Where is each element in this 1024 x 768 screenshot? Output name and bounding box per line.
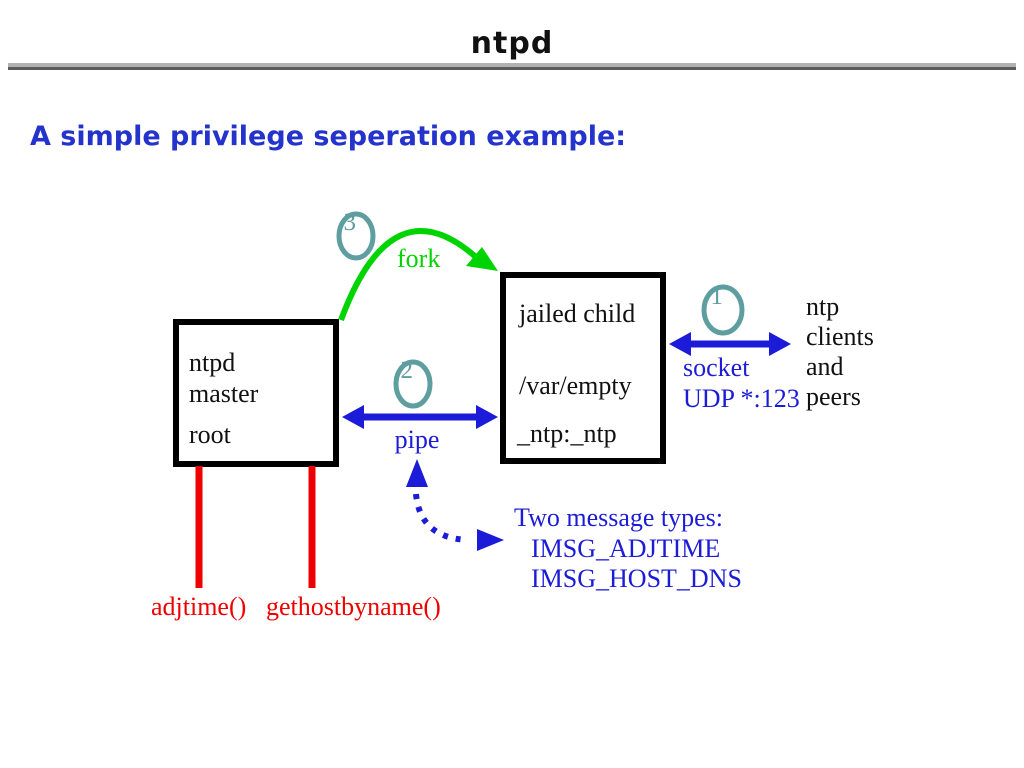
clients-line4: peers (806, 382, 861, 411)
messages-title: Two message types: (514, 503, 724, 532)
socket-arrowhead-right-icon (769, 332, 791, 356)
child-box-line1: jailed child (519, 299, 636, 328)
slide-title: ntpd (470, 26, 554, 61)
master-box-outline (173, 319, 339, 467)
adjtime-label: adjtime() (151, 592, 247, 621)
master-box-line2: master (189, 379, 259, 408)
messages-arrowhead-up-icon (406, 459, 428, 487)
socket-detail-label: UDP *:123 (683, 384, 800, 413)
socket-arrowhead-left-icon (669, 332, 691, 356)
messages-arrowhead-right-icon (477, 529, 504, 551)
master-box-line3: root (189, 420, 231, 449)
pipe-arrowhead-left-icon (342, 405, 364, 429)
master-box-line1: ntpd (189, 348, 236, 377)
pipe-label: pipe (394, 425, 440, 454)
socket-label: socket (683, 353, 750, 382)
step2-circle (393, 359, 433, 409)
child-box-line2: /var/empty (519, 371, 632, 400)
step3-circle (336, 211, 376, 261)
fork-arrowhead-icon (466, 247, 498, 271)
clients-line1: ntp (806, 292, 840, 321)
step1-circle (701, 284, 745, 336)
clients-peers-label: ntp clients and peers (806, 292, 874, 412)
gethostbyname-label: gethostbyname() (266, 592, 441, 621)
fork-arrow-arc (338, 228, 479, 322)
message-imsg-host-dns: IMSG_HOST_DNS (531, 564, 742, 593)
child-box-outline (500, 272, 666, 464)
pipe-arrowhead-right-icon (476, 405, 498, 429)
divider-line-light (8, 63, 1016, 67)
clients-line3: and (806, 352, 844, 381)
divider-line-dark (8, 67, 1016, 70)
fork-label: fork (397, 244, 441, 273)
message-imsg-adjtime: IMSG_ADJTIME (531, 534, 721, 563)
child-box-line3: _ntp:_ntp (517, 419, 617, 448)
clients-line2: clients (806, 322, 874, 351)
messages-dotted-arc (413, 493, 469, 543)
slide-subtitle: A simple privilege seperation example: (30, 121, 627, 152)
